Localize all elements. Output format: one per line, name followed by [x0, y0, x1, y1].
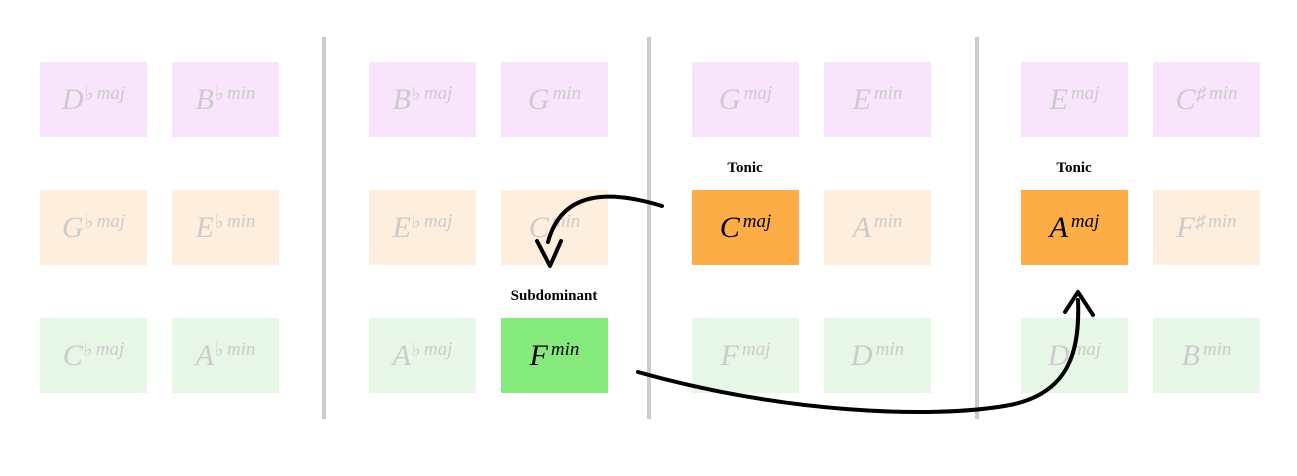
chord-root: E	[1049, 82, 1068, 116]
chord-quality: min	[552, 83, 582, 104]
chord-quality: min	[551, 211, 581, 232]
chord-root: F	[529, 338, 548, 372]
chord-root: C	[719, 210, 740, 244]
chord-quality: min	[873, 211, 903, 232]
chord-root: E	[852, 82, 871, 116]
chord-cell: C♭maj	[40, 318, 147, 393]
chord-accidental: ♭	[214, 212, 224, 233]
chord-root: D	[850, 338, 873, 372]
chord-cell: E♭maj	[369, 190, 476, 265]
chord-root: A	[392, 338, 411, 372]
chord-cell: F♯min	[1153, 190, 1260, 265]
chord-root: B	[392, 82, 411, 116]
chord-root: C	[1175, 82, 1196, 116]
chord-quality: maj	[96, 211, 126, 232]
column-divider	[975, 37, 979, 419]
chord-root: C	[62, 338, 83, 372]
chord-quality: min	[226, 339, 256, 360]
arrowhead-tonic	[1063, 290, 1095, 317]
chord-root: D	[61, 82, 84, 116]
chord-quality: maj	[1072, 339, 1102, 360]
function-label: Tonic	[1056, 160, 1092, 176]
chord-quality: maj	[741, 339, 771, 360]
chord-cell: D♭maj	[40, 62, 147, 137]
column-divider	[322, 37, 326, 419]
chord-quality: min	[1208, 211, 1237, 232]
chord-cell: G♭maj	[40, 190, 147, 265]
chord-quality: min	[550, 339, 580, 360]
chord-root: A	[852, 210, 871, 244]
chord-accidental: ♯	[1196, 84, 1207, 105]
chord-quality: min	[873, 83, 903, 104]
chord-accidental: ♭	[411, 340, 421, 361]
column-divider	[647, 37, 651, 419]
chord-accidental: ♭	[214, 340, 224, 361]
chord-quality: maj	[95, 339, 125, 360]
chord-quality: min	[1209, 83, 1238, 104]
chord-root: G	[718, 82, 741, 116]
chord-root: C	[528, 210, 549, 244]
chord-quality: maj	[743, 83, 773, 104]
chord-root: G	[61, 210, 84, 244]
chord-accidental: ♭	[84, 84, 94, 105]
chord-cell: A♭min	[172, 318, 279, 393]
chord-cell: B♭maj	[369, 62, 476, 137]
chord-cell: C♯min	[1153, 62, 1260, 137]
chord-root: B	[195, 82, 214, 116]
chord-accidental: ♭	[214, 84, 224, 105]
chord-quality: min	[226, 211, 256, 232]
chord-cell: E♭min	[172, 190, 279, 265]
chord-root: E	[195, 210, 214, 244]
chord-quality: maj	[742, 211, 772, 232]
chord-quality: min	[226, 83, 256, 104]
chord-root: E	[392, 210, 411, 244]
chord-cell: A♭maj	[369, 318, 476, 393]
chord-accidental: ♭	[84, 212, 94, 233]
chord-accidental: ♭	[83, 340, 93, 361]
function-label: Tonic	[727, 160, 763, 176]
function-label: Subdominant	[510, 288, 598, 304]
chord-root: B	[1181, 338, 1200, 372]
chord-quality: maj	[1070, 211, 1100, 232]
chord-cell: B♭min	[172, 62, 279, 137]
chord-quality: maj	[423, 211, 453, 232]
chord-root: A	[1049, 210, 1068, 244]
chord-root: D	[1047, 338, 1070, 372]
chord-quality: min	[1202, 339, 1232, 360]
chord-quality: maj	[1070, 83, 1100, 104]
chord-accidental: ♭	[411, 212, 421, 233]
chord-quality: maj	[96, 83, 126, 104]
chord-root: G	[527, 82, 550, 116]
chord-quality: maj	[423, 339, 453, 360]
chord-accidental: ♭	[411, 84, 421, 105]
chord-quality: min	[875, 339, 905, 360]
chord-quality: maj	[423, 83, 453, 104]
chord-root: F	[720, 338, 739, 372]
chord-root: F	[1176, 210, 1195, 244]
chord-root: A	[195, 338, 214, 372]
chord-accidental: ♯	[1195, 212, 1206, 233]
